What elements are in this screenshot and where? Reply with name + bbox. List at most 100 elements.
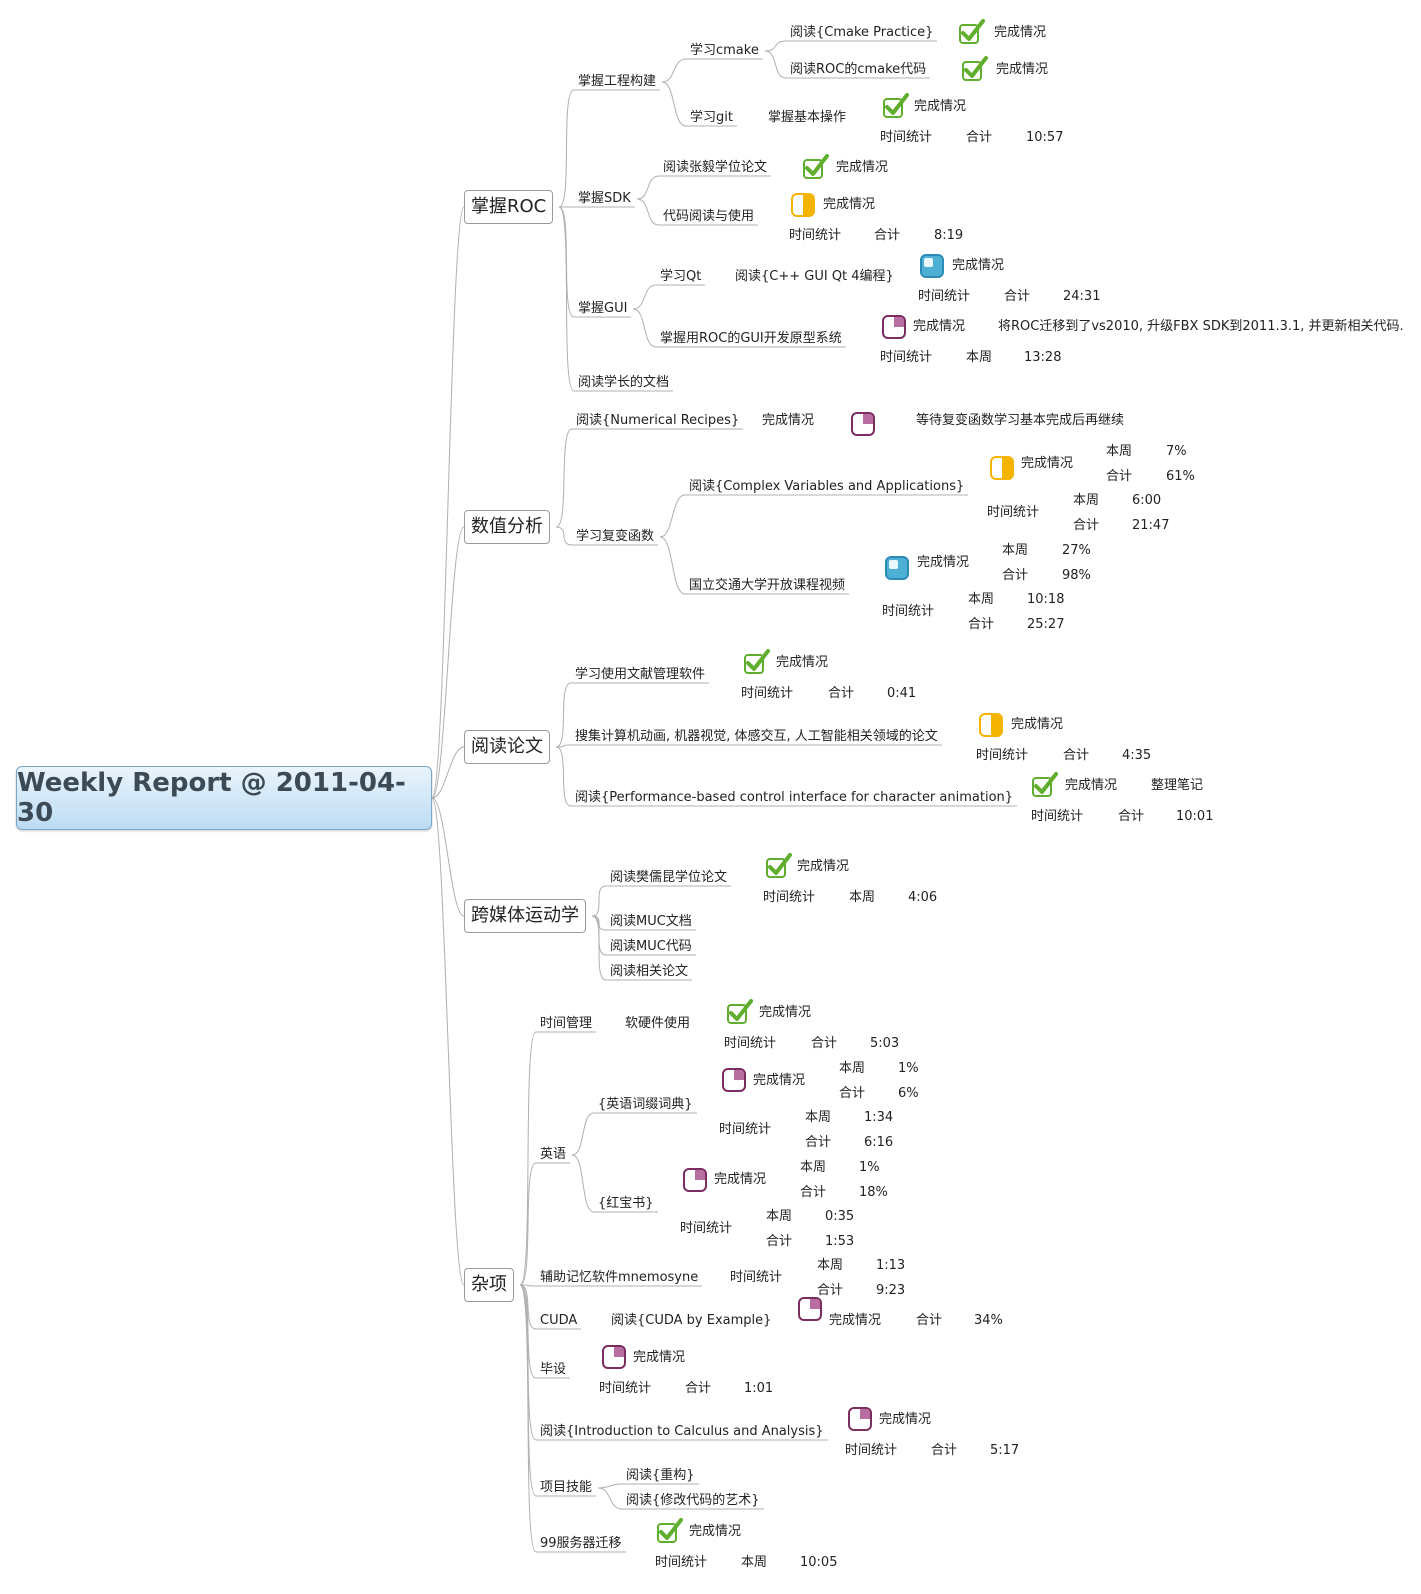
topic-master-roc[interactable]: 掌握ROC <box>464 190 554 224</box>
time-stats-label: 时间统计 <box>882 604 935 619</box>
time-stats-label: 时间统计 <box>655 1555 708 1570</box>
value-mnem-week: 1:13 <box>876 1258 906 1273</box>
topic-read-qt-book[interactable]: 阅读{C++ GUI Qt 4编程} <box>735 269 894 284</box>
quarter-progress-icon <box>883 554 911 582</box>
total-label: 合计 <box>916 1313 943 1328</box>
time-stats-label: 时间统计 <box>741 686 794 701</box>
status-label: 完成情况 <box>759 1005 812 1020</box>
this-week-label: 本周 <box>805 1110 832 1125</box>
started-progress-icon <box>846 1405 874 1433</box>
topic-read-refactoring[interactable]: 阅读{重构} <box>626 1468 695 1483</box>
topic-read-cmake-practice[interactable]: 阅读{Cmake Practice} <box>790 25 934 40</box>
topic-time-management[interactable]: 时间管理 <box>540 1016 593 1031</box>
topic-hw-sw-usage[interactable]: 软硬件使用 <box>625 1016 691 1031</box>
time-stats-label: 时间统计 <box>976 748 1029 763</box>
status-label: 完成情况 <box>952 258 1005 273</box>
time-stats-label: 时间统计 <box>599 1381 652 1396</box>
time-stats-label: 时间统计 <box>1031 809 1084 824</box>
status-label: 完成情况 <box>996 62 1049 77</box>
time-stats-label: 时间统计 <box>880 350 933 365</box>
topic-read-muc-code[interactable]: 阅读MUC代码 <box>610 939 692 954</box>
topic-learn-qt[interactable]: 学习Qt <box>660 269 702 284</box>
value-qt-total: 24:31 <box>1063 289 1101 304</box>
check-icon <box>961 55 989 83</box>
topic-cuda[interactable]: CUDA <box>540 1313 578 1328</box>
topic-master-gui[interactable]: 掌握GUI <box>578 301 628 316</box>
value-fan-week: 4:06 <box>908 890 938 905</box>
total-label: 合计 <box>931 1443 958 1458</box>
topic-read-papers[interactable]: 阅读论文 <box>464 730 550 764</box>
half-progress-icon <box>988 454 1016 482</box>
status-label: 完成情况 <box>714 1172 767 1187</box>
note-performance-paper: 整理笔记 <box>1151 778 1204 793</box>
topic-read-muc-docs[interactable]: 阅读MUC文档 <box>610 914 692 929</box>
topic-server-migration[interactable]: 99服务器迁移 <box>540 1536 622 1551</box>
started-progress-icon <box>880 313 908 341</box>
status-label: 完成情况 <box>823 197 876 212</box>
status-label: 完成情况 <box>762 413 815 428</box>
value-refsoft-total: 0:41 <box>887 686 917 701</box>
total-label: 合计 <box>1106 469 1133 484</box>
total-label: 合计 <box>800 1185 827 1200</box>
check-icon <box>765 852 793 880</box>
note-gui-prototype: 将ROC迁移到了vs2010, 升级FBX SDK到2011.3.1, 并更新相… <box>998 319 1404 334</box>
status-label: 完成情况 <box>829 1313 882 1328</box>
topic-graduation-project[interactable]: 毕设 <box>540 1362 567 1377</box>
topic-read-zhangyi-thesis[interactable]: 阅读张毅学位论文 <box>663 160 768 175</box>
value-cva-week-pct: 7% <box>1166 444 1187 459</box>
this-week-label: 本周 <box>839 1061 866 1076</box>
topic-read-legacy-code[interactable]: 阅读{修改代码的艺术} <box>626 1493 760 1508</box>
time-stats-label: 时间统计 <box>918 289 971 304</box>
this-week-label: 本周 <box>800 1160 827 1175</box>
topic-code-reading[interactable]: 代码阅读与使用 <box>663 209 755 224</box>
total-label: 合计 <box>817 1283 844 1298</box>
total-label: 合计 <box>1073 518 1100 533</box>
value-gui-week: 13:28 <box>1024 350 1062 365</box>
total-label: 合计 <box>1118 809 1145 824</box>
status-label: 完成情况 <box>776 655 829 670</box>
value-cva-total-time: 21:47 <box>1132 518 1170 533</box>
topic-read-roc-cmake[interactable]: 阅读ROC的cmake代码 <box>790 62 927 77</box>
topic-read-cva[interactable]: 阅读{Complex Variables and Applications} <box>689 479 965 494</box>
topic-git-basic[interactable]: 掌握基本操作 <box>768 110 847 125</box>
topic-senior-docs[interactable]: 阅读学长的文档 <box>578 375 670 390</box>
topic-collect-papers[interactable]: 搜集计算机动画, 机器视觉, 体感交互, 人工智能相关领域的论文 <box>575 729 938 744</box>
topic-english[interactable]: 英语 <box>540 1147 567 1162</box>
topic-project-build[interactable]: 掌握工程构建 <box>578 74 657 89</box>
topic-read-numerical-recipes[interactable]: 阅读{Numerical Recipes} <box>576 413 740 428</box>
value-mnem-total: 9:23 <box>876 1283 906 1298</box>
status-label: 完成情况 <box>689 1524 742 1539</box>
topic-red-book[interactable]: {红宝书} <box>598 1196 654 1211</box>
topic-master-sdk[interactable]: 掌握SDK <box>578 191 631 206</box>
value-red-total-pct: 18% <box>859 1185 888 1200</box>
topic-reference-software[interactable]: 学习使用文献管理软件 <box>575 667 706 682</box>
topic-read-cuda-book[interactable]: 阅读{CUDA by Example} <box>611 1313 772 1328</box>
value-red-week-pct: 1% <box>859 1160 880 1175</box>
topic-misc[interactable]: 杂项 <box>464 1268 514 1302</box>
topic-read-performance-paper[interactable]: 阅读{Performance-based control interface f… <box>575 790 1014 805</box>
topic-gui-prototype[interactable]: 掌握用ROC的GUI开发原型系统 <box>660 331 842 346</box>
started-progress-icon <box>796 1295 824 1323</box>
this-week-label: 本周 <box>1106 444 1133 459</box>
value-xjtu-total-pct: 98% <box>1062 568 1091 583</box>
time-stats-label: 时间统计 <box>680 1221 733 1236</box>
topic-complex-functions[interactable]: 学习复变函数 <box>576 529 655 544</box>
topic-learn-cmake[interactable]: 学习cmake <box>690 43 759 58</box>
quarter-progress-icon <box>918 252 946 280</box>
topic-learn-git[interactable]: 学习git <box>690 110 733 125</box>
topic-numeric-analysis[interactable]: 数值分析 <box>464 510 550 544</box>
topic-affix-dictionary[interactable]: {英语词缀词典} <box>598 1097 693 1112</box>
value-perf-total: 10:01 <box>1176 809 1214 824</box>
value-calc-total: 5:17 <box>990 1443 1020 1458</box>
value-xjtu-week-pct: 27% <box>1062 543 1091 558</box>
topic-project-skills[interactable]: 项目技能 <box>540 1480 593 1495</box>
topic-read-fan-thesis[interactable]: 阅读樊儒昆学位论文 <box>610 870 728 885</box>
topic-mnemosyne[interactable]: 辅助记忆软件mnemosyne <box>540 1270 699 1285</box>
status-label: 完成情况 <box>633 1350 686 1365</box>
this-week-label: 本周 <box>849 890 876 905</box>
topic-read-related-papers[interactable]: 阅读相关论文 <box>610 964 689 979</box>
topic-cross-media[interactable]: 跨媒体运动学 <box>464 899 586 933</box>
central-topic[interactable]: Weekly Report @ 2011-04-30 <box>16 766 432 830</box>
topic-read-calculus[interactable]: 阅读{Introduction to Calculus and Analysis… <box>540 1424 824 1439</box>
topic-xjtu-course[interactable]: 国立交通大学开放课程视频 <box>689 578 846 593</box>
